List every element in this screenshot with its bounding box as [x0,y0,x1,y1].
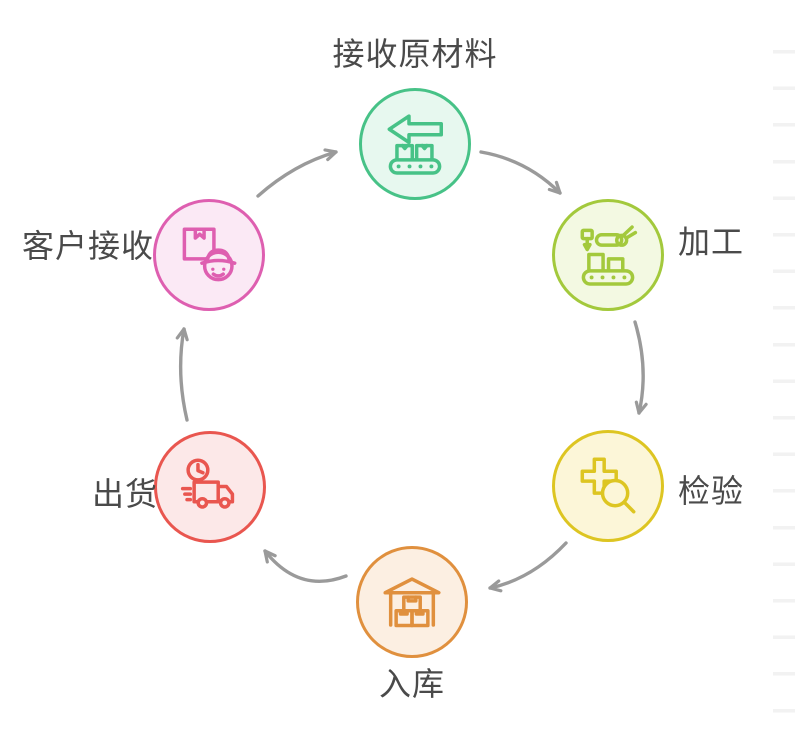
node-label-store: 入库 [378,666,445,702]
flow-node-process [552,199,664,311]
arrow-receive-to-process [479,150,562,195]
warehouse-icon [383,577,441,628]
node-label-customer: 客户接收 [22,228,155,264]
node-label-receive: 接收原材料 [332,36,498,72]
robotic-arm-icon [580,225,638,286]
node-circle-store [356,546,468,658]
node-circle-process [552,199,664,311]
flow-node-ship [154,431,266,543]
courier-package-icon [182,227,237,282]
flow-node-store [356,546,468,658]
flow-node-inspect [552,430,664,542]
arrow-customer-to-receive [256,148,338,198]
arrow-store-to-ship [263,549,348,584]
node-label-inspect: 检验 [678,473,745,509]
node-circle-ship [154,431,266,543]
inspection-magnifier-icon [580,457,636,514]
arrow-inspect-to-store [488,541,568,593]
node-label-process: 加工 [678,224,745,260]
node-circle-customer [153,199,265,311]
arrow-process-to-inspect [633,320,648,415]
node-label-ship: 出货 [91,476,158,512]
flow-node-receive [359,88,471,200]
flow-node-customer [153,199,265,311]
node-circle-inspect [552,430,664,542]
conveyor-arrow-icon [387,114,443,175]
delivery-truck-icon [180,458,235,509]
canvas-edge-ruler-ticks [773,50,795,729]
node-circle-receive [359,88,471,200]
arrow-ship-to-customer [175,327,189,422]
